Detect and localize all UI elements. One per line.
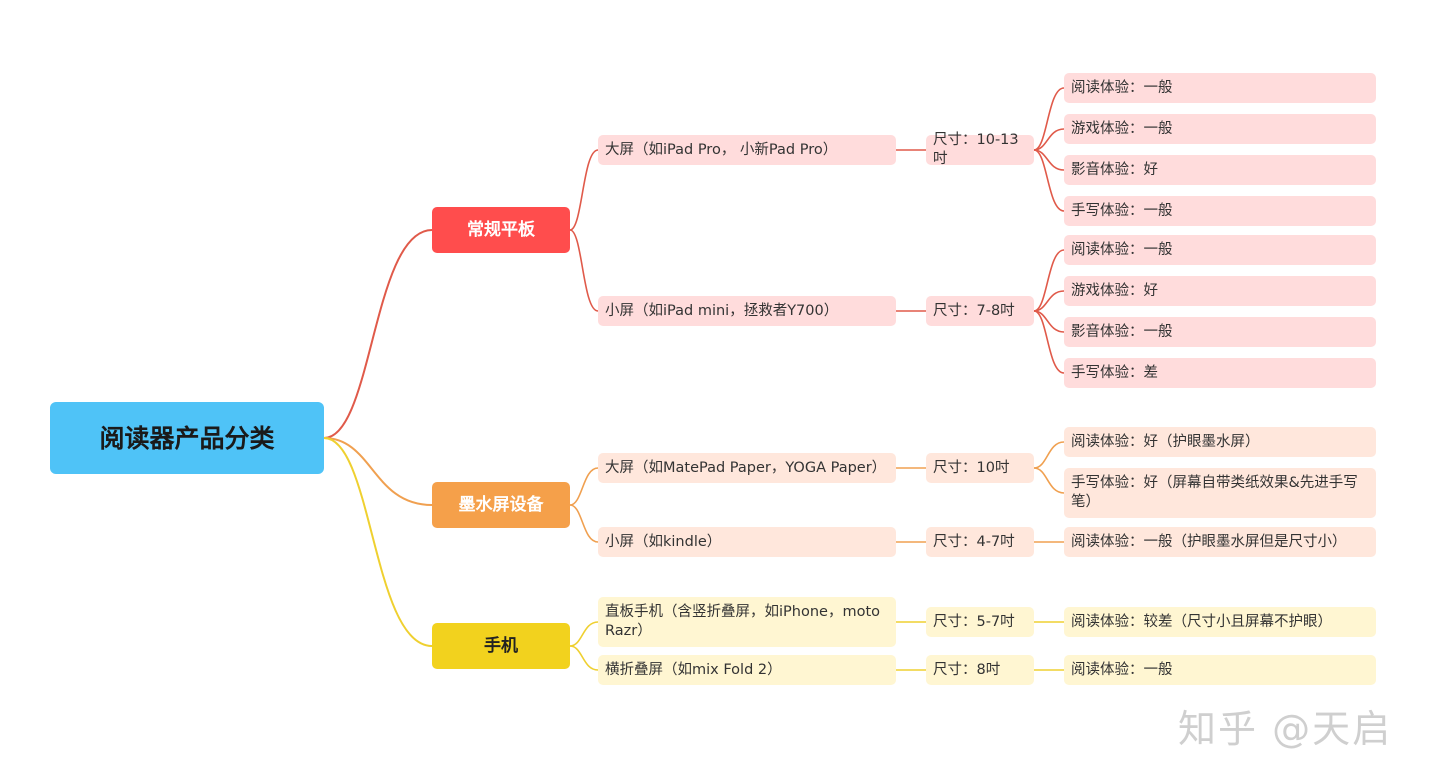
link-size-0-0-exp-3 [1033,149,1065,212]
exp-bar-phone-reading[interactable]: 阅读体验：较差（尺寸小且屏幕不护眼） [1064,607,1376,637]
link-root-category-2 [323,437,433,647]
link-category-1-branch-0 [569,467,599,506]
exp-small-eink-reading[interactable]: 阅读体验：一般（护眼墨水屏但是尺寸小） [1064,527,1376,557]
link-category-0-branch-0 [569,149,599,231]
link-size-1-0-exp-1 [1033,467,1065,494]
exp-large-tablet-writing[interactable]: 手写体验：一般 [1064,196,1376,226]
category-eink-device[interactable]: 墨水屏设备 [432,482,570,528]
branch-large-tablet[interactable]: 大屏（如iPad Pro， 小新Pad Pro） [598,135,896,165]
exp-large-tablet-reading[interactable]: 阅读体验：一般 [1064,73,1376,103]
size-large-eink[interactable]: 尺寸：10吋 [926,453,1034,483]
exp-small-tablet-gaming[interactable]: 游戏体验：好 [1064,276,1376,306]
link-category-1-branch-1 [569,504,599,543]
size-small-eink[interactable]: 尺寸：4-7吋 [926,527,1034,557]
link-category-2-branch-0 [569,621,599,647]
exp-large-eink-writing[interactable]: 手写体验：好（屏幕自带类纸效果&先进手写笔） [1064,468,1376,518]
link-size-1-0-exp-0 [1033,441,1065,469]
category-regular-tablet[interactable]: 常规平板 [432,207,570,253]
branch-small-eink[interactable]: 小屏（如kindle） [598,527,896,557]
link-category-2-branch-1 [569,645,599,671]
link-size-0-0-exp-1 [1033,128,1065,151]
branch-bar-phone[interactable]: 直板手机（含竖折叠屏，如iPhone，moto Razr） [598,597,896,647]
size-large-tablet[interactable]: 尺寸：10-13吋 [926,132,1034,167]
link-category-0-branch-1 [569,229,599,312]
root-node[interactable]: 阅读器产品分类 [50,402,324,474]
exp-fold-phone-reading[interactable]: 阅读体验：一般 [1064,655,1376,685]
exp-small-tablet-media[interactable]: 影音体验：一般 [1064,317,1376,347]
exp-small-tablet-writing[interactable]: 手写体验：差 [1064,358,1376,388]
category-phone[interactable]: 手机 [432,623,570,669]
size-bar-phone[interactable]: 尺寸：5-7吋 [926,607,1034,637]
size-small-tablet[interactable]: 尺寸：7-8吋 [926,296,1034,326]
zhihu-watermark: 知乎 @天启 [1178,707,1393,751]
link-root-category-1 [323,437,433,506]
branch-large-eink[interactable]: 大屏（如MatePad Paper，YOGA Paper） [598,453,896,483]
branch-fold-phone[interactable]: 横折叠屏（如mix Fold 2） [598,655,896,685]
link-size-0-0-exp-0 [1033,87,1065,151]
link-size-0-1-exp-1 [1033,290,1065,312]
exp-large-tablet-media[interactable]: 影音体验：好 [1064,155,1376,185]
branch-small-tablet[interactable]: 小屏（如iPad mini，拯救者Y700） [598,296,896,326]
exp-small-tablet-reading[interactable]: 阅读体验：一般 [1064,235,1376,265]
link-root-category-0 [323,229,433,439]
size-fold-phone[interactable]: 尺寸：8吋 [926,655,1034,685]
link-size-0-1-exp-3 [1033,310,1065,374]
link-size-0-1-exp-0 [1033,249,1065,312]
exp-large-tablet-gaming[interactable]: 游戏体验：一般 [1064,114,1376,144]
exp-large-eink-reading[interactable]: 阅读体验：好（护眼墨水屏） [1064,427,1376,457]
